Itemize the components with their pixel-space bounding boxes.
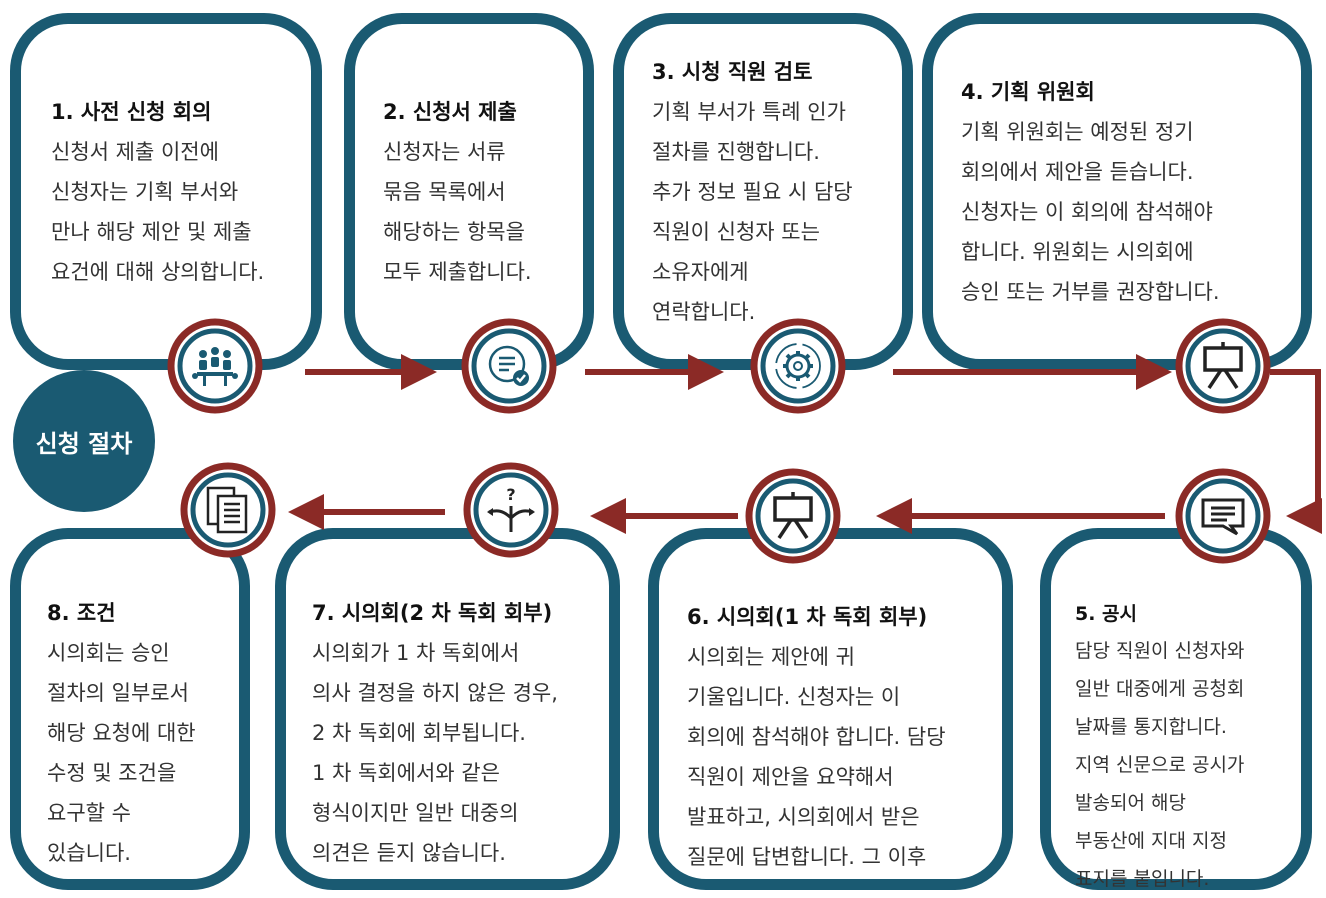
step-title: 3. 시청 직원 검토 — [652, 60, 813, 84]
step-body: 기획 위원회는 예정된 정기 회의에서 제안을 듣습니다. 신청자는 이 회의에… — [961, 120, 1220, 304]
step-title: 8. 조건 — [47, 601, 116, 625]
step-3-card: 3. 시청 직원 검토 기획 부서가 특례 인가 절차를 진행합니다. 추가 정… — [613, 13, 913, 370]
step-7-card: 7. 시의회(2 차 독회 회부) 시의회가 1 차 독회에서 의사 결정을 하… — [275, 528, 620, 890]
step-5-card: 5. 공시 담당 직원이 신청자와 일반 대중에게 공청회 날짜를 통지합니다.… — [1040, 528, 1312, 890]
step-1-card: 1. 사전 신청 회의 신청서 제출 이전에 신청자는 기획 부서와 만나 해당… — [10, 13, 322, 370]
step-body: 신청서 제출 이전에 신청자는 기획 부서와 만나 해당 제안 및 제출 요건에… — [51, 140, 265, 284]
arrow-4-5 — [1270, 369, 1322, 534]
step-body: 신청자는 서류 묶음 목록에서 해당하는 항목을 모두 제출합니다. — [383, 140, 532, 284]
step-body: 시의회는 승인 절차의 일부로서 해당 요청에 대한 수정 및 조건을 요구할 … — [47, 641, 196, 865]
step-8-card: 8. 조건 시의회는 승인 절차의 일부로서 해당 요청에 대한 수정 및 조건… — [10, 528, 250, 890]
presentation-board-icon — [745, 468, 841, 564]
step-body: 시의회는 제안에 귀 기울입니다. 신청자는 이 회의에 참석해야 합니다. 담… — [687, 645, 946, 869]
document-list-icon — [180, 462, 276, 558]
step-body: 기획 부서가 특례 인가 절차를 진행합니다. 추가 정보 필요 시 담당 직원… — [652, 100, 853, 324]
gear-cycle-icon — [750, 318, 846, 414]
decision-split-icon: ? — [463, 462, 559, 558]
step-title: 5. 공시 — [1075, 603, 1138, 625]
step-title: 1. 사전 신청 회의 — [51, 100, 212, 124]
svg-text:?: ? — [506, 485, 515, 504]
step-title: 2. 신청서 제출 — [383, 100, 517, 124]
step-title: 4. 기획 위원회 — [961, 80, 1095, 104]
process-title-circle: 신청 절차 — [13, 370, 155, 512]
step-2-card: 2. 신청서 제출 신청자는 서류 묶음 목록에서 해당하는 항목을 모두 제출… — [344, 13, 594, 370]
speech-bubble-icon — [1175, 468, 1271, 564]
step-body: 시의회가 1 차 독회에서 의사 결정을 하지 않은 경우, 2 차 독회에 회… — [312, 641, 558, 865]
process-title: 신청 절차 — [35, 429, 133, 458]
step-4-card: 4. 기획 위원회 기획 위원회는 예정된 정기 회의에서 제안을 듣습니다. … — [922, 13, 1312, 370]
step-title: 7. 시의회(2 차 독회 회부) — [312, 601, 553, 625]
presentation-board-icon — [1175, 318, 1271, 414]
step-title: 6. 시의회(1 차 독회 회부) — [687, 605, 928, 629]
document-check-icon — [461, 318, 557, 414]
meeting-icon — [167, 318, 263, 414]
step-body: 담당 직원이 신청자와 일반 대중에게 공청회 날짜를 통지합니다. 지역 신문… — [1075, 640, 1245, 890]
